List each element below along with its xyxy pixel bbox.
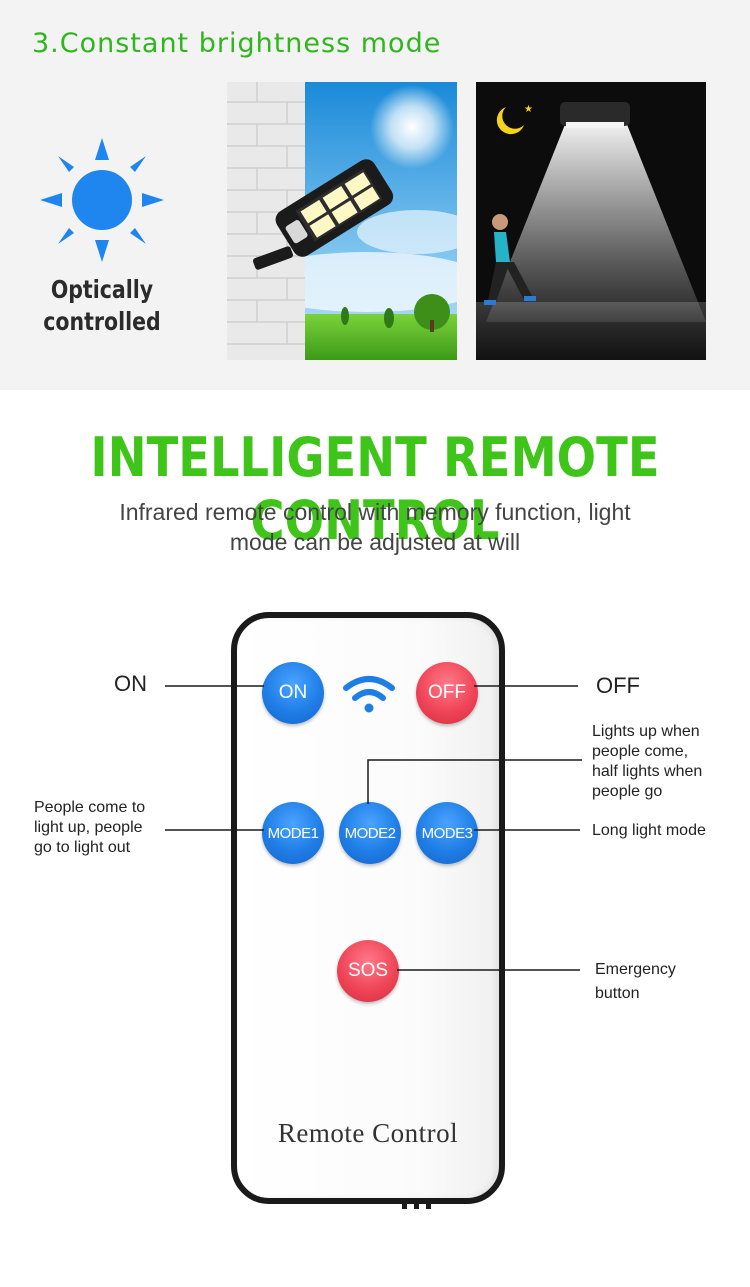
optically-controlled-label: Optically controlled: [36, 274, 167, 338]
optical-line-2: controlled: [43, 307, 161, 336]
on-button[interactable]: ON: [262, 662, 324, 724]
subheadline-line-1: Infrared remote control with memory func…: [119, 499, 631, 525]
subheadline-line-2: mode can be adjusted at will: [229, 529, 521, 555]
mode3-button[interactable]: MODE3: [416, 802, 478, 864]
callout-mode2-line: half lights when: [592, 763, 703, 780]
mode2-button[interactable]: MODE2: [339, 802, 401, 864]
off-button[interactable]: OFF: [416, 662, 478, 724]
mode1-button[interactable]: MODE1: [262, 802, 324, 864]
callout-sos-line: Emergency: [595, 961, 676, 978]
optical-line-1: Optically: [50, 275, 154, 304]
callout-off: OFF: [596, 673, 640, 698]
callout-mode3: Long light mode: [592, 822, 706, 839]
callout-mode2: Lights up when people come, half lights …: [592, 722, 702, 802]
sos-button[interactable]: SOS: [337, 940, 399, 1002]
remote-control-label: Remote Control: [277, 1118, 459, 1148]
callout-mode2-line: Lights up when: [592, 723, 700, 740]
nighttime-lamp-photo: ★: [476, 82, 706, 360]
wifi-signal-icon: [343, 676, 395, 713]
daytime-lamp-photo: [227, 82, 457, 360]
svg-text:★: ★: [524, 104, 533, 115]
sun-icon: [40, 138, 164, 262]
subheadline: Infrared remote control with memory func…: [75, 497, 675, 557]
callout-mode1: People come to light up, people go to li…: [34, 798, 145, 858]
callout-sos-line: button: [595, 985, 640, 1002]
callout-mode2-line: people come,: [592, 743, 689, 760]
callout-mode1-line: People come to: [34, 799, 146, 816]
callout-sos: Emergency button: [595, 958, 676, 1006]
remote-base-edge: [290, 1198, 440, 1209]
headline: INTELLIGENT REMOTE CONTROL: [90, 426, 660, 552]
callout-mode1-line: go to light out: [34, 839, 131, 856]
callout-on: ON: [114, 671, 147, 696]
section-title: 3.Constant brightness mode: [32, 28, 442, 59]
callout-mode2-line: people go: [592, 783, 663, 800]
callout-mode1-line: light up, people: [34, 819, 143, 836]
